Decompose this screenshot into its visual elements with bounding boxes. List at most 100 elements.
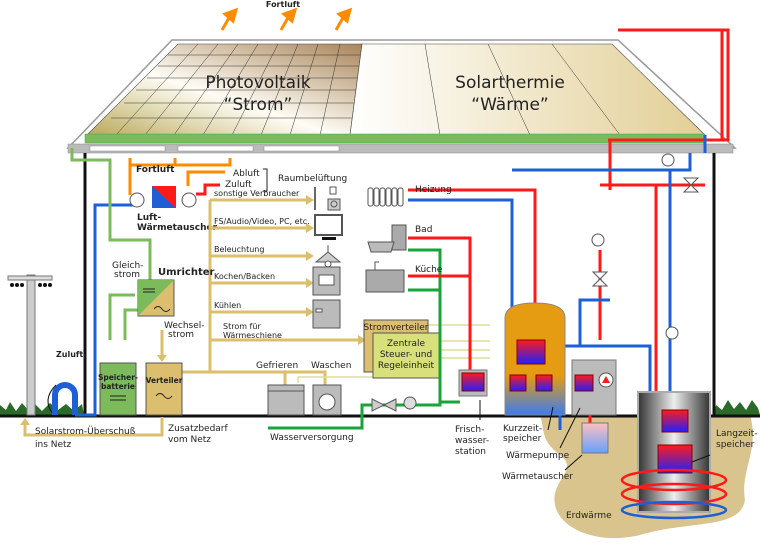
heizung-label: Heizung — [415, 185, 452, 195]
socket-icon — [314, 186, 341, 211]
kueche-label: Küche — [415, 265, 443, 275]
exhaust-lines — [128, 158, 232, 195]
consumer-label: FS/Audio/Video, PC, etc. — [214, 217, 310, 226]
zusatz-label-2: vom Netz — [168, 435, 211, 445]
frischwasser-label-2: wasser- — [455, 436, 489, 446]
grass-left — [0, 402, 84, 415]
air-intake-pipe — [75, 203, 135, 417]
st-title: Solarthermie — [455, 73, 565, 93]
stromverteiler-label: Stromverteiler — [364, 323, 429, 333]
utility-pole — [7, 274, 53, 416]
heat-exchanger-ground — [581, 422, 609, 454]
fresh-water-coil — [461, 372, 485, 392]
raumbelueftung-label: Raumbelüftung — [278, 174, 347, 184]
vent-slot — [89, 145, 166, 152]
erdwaerme-label: Erdwärme — [566, 511, 612, 521]
ac-bus — [23, 198, 358, 437]
wechselstrom-label-1: Wechsel- — [164, 321, 205, 331]
battery-label-1: Speicher- — [98, 373, 138, 382]
verteiler-label: Verteiler — [146, 376, 183, 385]
oven-icon — [312, 266, 341, 296]
long-term-coil — [661, 409, 689, 433]
fortluft-top-label: Fortluft — [266, 0, 300, 9]
air-intake-icon — [52, 382, 78, 415]
ac-arrowheads — [20, 195, 366, 425]
ins-netz-label: ins Netz — [35, 440, 72, 450]
long-term-coil — [657, 444, 693, 474]
waermepumpe-label: Wärmepumpe — [506, 451, 570, 461]
pv-grid — [111, 43, 360, 136]
gleichstrom-label-2: strom — [114, 270, 140, 280]
converter-box — [137, 279, 175, 317]
ueberschuss-label: Solarstrom-Überschuß — [35, 426, 136, 437]
consumer-label: Kühlen — [214, 301, 241, 310]
battery-label-2: batterie — [101, 382, 135, 391]
ground-coil-hot — [620, 468, 728, 506]
battery-box — [99, 362, 137, 416]
zuluft-label: Zuluft — [225, 180, 252, 190]
ground-coil-cold — [620, 500, 728, 520]
zuluft-line — [196, 183, 220, 196]
consumer-label: Beleuchtung — [214, 245, 264, 254]
strom-label-1: Strom für — [223, 322, 261, 331]
bracket — [263, 168, 268, 192]
washer-icon — [312, 384, 342, 416]
kitchen-sink-icon — [365, 261, 405, 293]
gleichstrom-label-1: Gleich- — [112, 261, 143, 271]
bad-label: Bad — [415, 225, 432, 235]
waschen-label: Waschen — [311, 361, 351, 371]
tv-icon — [314, 214, 343, 240]
langzeit-label-2: speicher — [716, 440, 755, 450]
leader-lines — [479, 400, 711, 471]
freezer-icon — [267, 384, 305, 416]
wechselstrom-label-2: strom — [168, 330, 194, 340]
pv-title: Photovoltaik — [205, 73, 310, 93]
vent-slot — [263, 145, 340, 152]
water-supply-pipe — [268, 248, 460, 430]
waermetauscher-label: Wärmetauscher — [502, 472, 573, 482]
frischwasser-label-1: Frisch- — [455, 425, 484, 435]
zuluft-outside-label: Zuluft — [56, 350, 83, 359]
fortluft-label: Fortluft — [136, 165, 175, 175]
pump-arrow-icon — [602, 376, 610, 383]
umrichter-label: Umrichter — [158, 267, 215, 278]
pv-subtitle: “Strom” — [224, 95, 293, 115]
valve-icon — [371, 398, 397, 412]
dc-lines — [70, 148, 152, 340]
distributor-box — [145, 362, 183, 416]
fridge-icon — [312, 299, 341, 329]
heat-exchanger-label-2: Wärmetauscher — [137, 223, 218, 233]
kurzzeit-label-1: Kurzzeit- — [503, 424, 542, 434]
zusatz-label-1: Zusatzbedarf — [168, 424, 229, 434]
st-subtitle: “Wärme” — [471, 95, 548, 115]
lamp-icon — [314, 245, 342, 268]
water-meter-icon — [403, 396, 417, 410]
grass-right — [714, 400, 760, 415]
zentrale-label-3: Regeleinheit — [378, 361, 435, 371]
frischwasser-label-3: station — [455, 447, 486, 457]
pump-fan-icons — [591, 153, 700, 340]
wasserversorgung-label: Wasserversorgung — [270, 433, 354, 443]
bathtub-icon — [367, 224, 407, 253]
roof-beam — [67, 143, 734, 154]
air-heat-exchanger — [129, 186, 197, 208]
solarthermal-dividers — [424, 43, 621, 136]
langzeit-label-1: Langzeit- — [716, 429, 757, 439]
zentrale-label-2: Steuer- und — [380, 350, 432, 360]
gefrieren-label: Gefrieren — [256, 361, 298, 371]
strom-label-2: Wärmeschiene — [223, 331, 282, 340]
consumer-label: Kochen/Backen — [214, 272, 275, 281]
vent-slot — [177, 145, 254, 152]
control-unit-box — [372, 332, 440, 379]
zentrale-label-1: Zentrale — [387, 339, 426, 349]
exhaust-arrows-top — [220, 7, 353, 31]
heat-pump-coil — [574, 374, 594, 392]
radiator-icon — [367, 187, 404, 207]
heat-exchanger-label-1: Luft- — [137, 213, 161, 223]
kurzzeit-label-2: speicher — [503, 434, 542, 444]
hot-water-pipes — [408, 28, 730, 460]
abluft-label: Abluft — [233, 169, 260, 179]
consumer-label: sonstige Verbraucher — [214, 189, 300, 198]
